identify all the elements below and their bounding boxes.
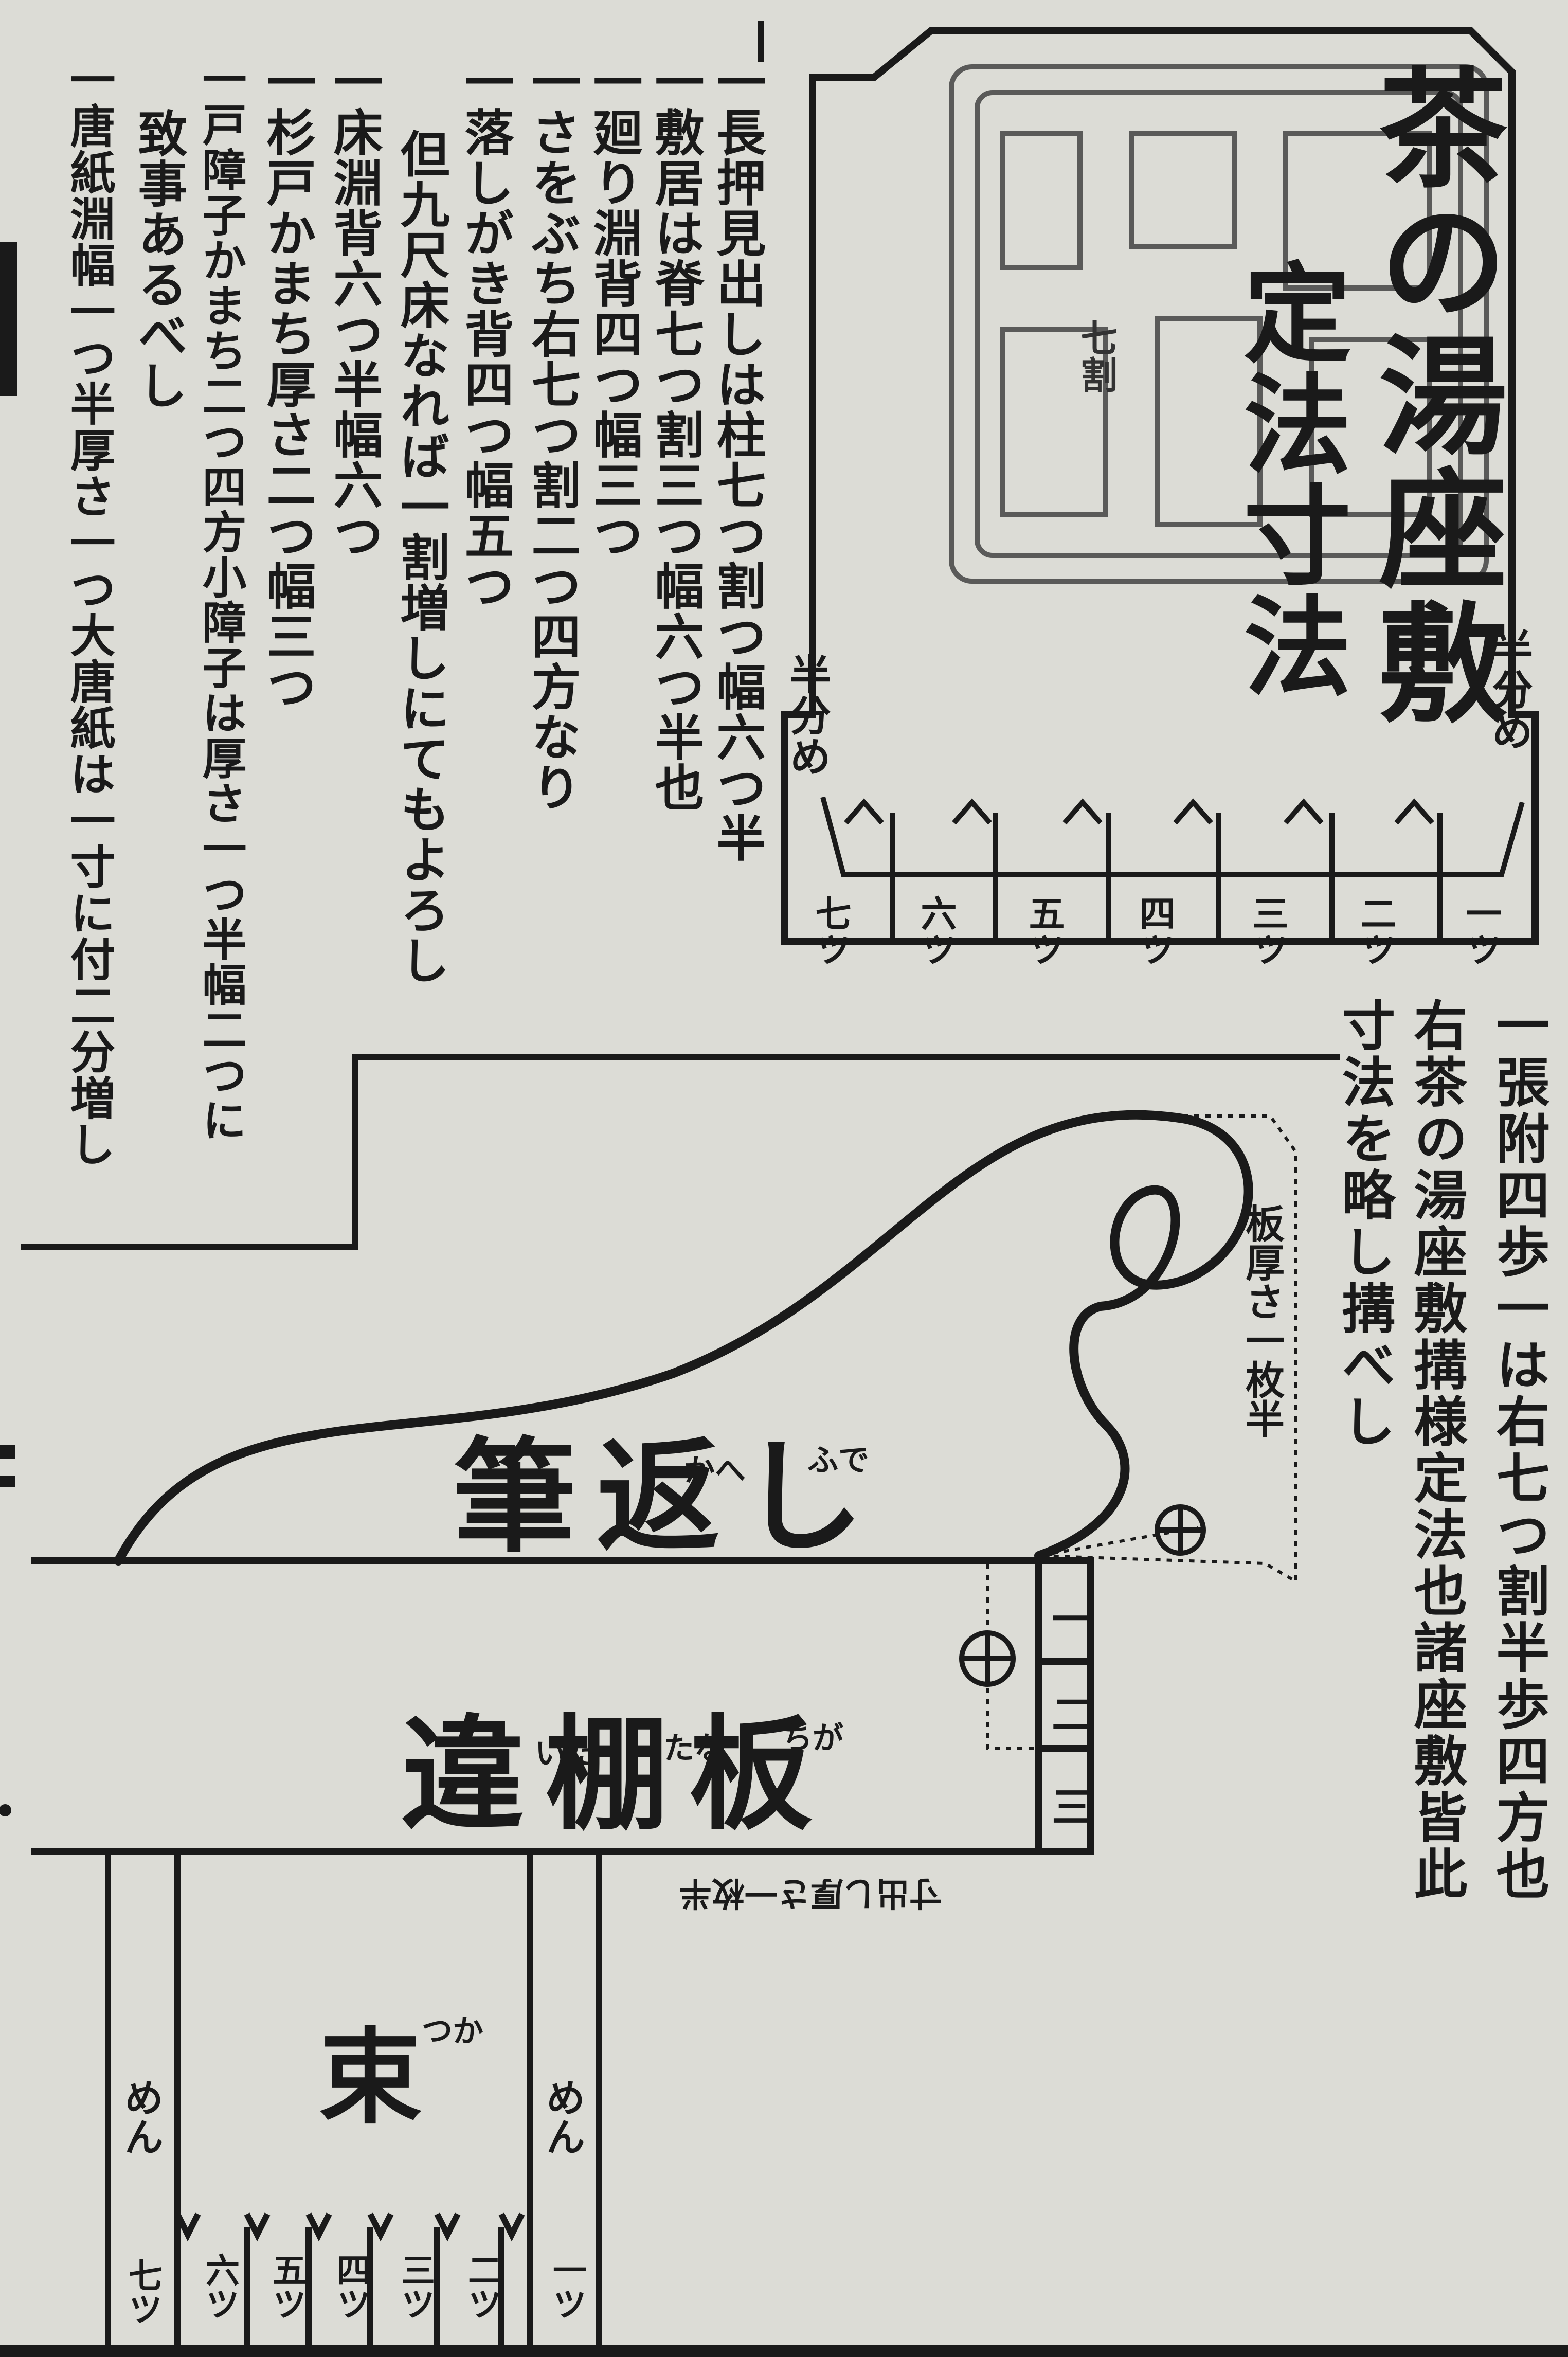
provision-item: 一戸障子かまち二つ四方小障子は厚さ一つ半幅二つに: [194, 57, 246, 1143]
provision-item: 一さをぶち右七つ割二つ四方なり: [523, 57, 581, 813]
step-number: 三: [1052, 1783, 1093, 1831]
shelf-board: [31, 1557, 1094, 1855]
tsuka-label: 束: [319, 2017, 422, 2138]
side-note: 一張附四歩一は右七つ割半歩四方也: [1487, 998, 1550, 1903]
page-edge-dot: [0, 1804, 11, 1816]
half-unit-label-right: 半分め: [1485, 627, 1534, 751]
men-label: めん: [539, 2078, 585, 2156]
step-number: 一: [1052, 1595, 1093, 1644]
ruler-unit: 一ツ: [1460, 895, 1503, 967]
ruler-unit: 六ツ: [915, 895, 958, 967]
furigana: ふで: [807, 1443, 869, 1479]
ruler-unit: 七ツ: [809, 895, 852, 967]
provision-item: 但九尺床なれば一割増しにてもよろし: [392, 129, 450, 985]
furigana: いた: [535, 1736, 597, 1772]
tsuka-unit: 四ツ: [331, 2253, 371, 2320]
side-note: 右茶の湯座敷搆様定法也諸座敷皆此: [1404, 998, 1468, 1903]
provision-item: 一廻り淵背四つ幅三つ: [585, 57, 643, 561]
page-edge-mark: [0, 1476, 15, 1487]
furigana: ちが: [782, 1720, 843, 1756]
half-unit-label-left: 半分め: [783, 653, 832, 777]
provisions-frame: [21, 21, 1340, 1250]
fudegaeshi-curve: [114, 1110, 1253, 1566]
provision-item: 一唐紙淵幅一つ半厚さ一つ大唐紙は一寸に付二分増し: [63, 57, 116, 1167]
provision-item: 一敷居は脊七つ割三つ幅六つ半也: [646, 57, 705, 813]
tsuka-unit: 七ツ: [123, 2258, 163, 2326]
tsuka-frame: [105, 1851, 602, 2357]
seal-icon: [949, 64, 1489, 584]
half-unit-ruler: [820, 796, 1525, 941]
seal-text: 七割: [1074, 319, 1118, 393]
furigana: たな: [663, 1731, 725, 1767]
tsuka-unit: 三ツ: [395, 2253, 436, 2320]
furigana: かへ: [684, 1453, 746, 1489]
page-subtitle: 定法寸法: [1225, 257, 1352, 701]
page-edge-mark: [0, 1445, 15, 1459]
tsuka-unit: 五ツ: [267, 2253, 307, 2320]
bottom-border: [0, 2345, 1568, 2357]
chigaidana-label: 違棚板: [401, 1702, 834, 1847]
page-title: 茶の湯座敷: [1357, 62, 1508, 730]
ruler-unit: 三ツ: [1247, 895, 1289, 967]
page-edge-mark: [0, 242, 17, 396]
provision-item: 一杉戸かまち厚さ二つ幅三つ: [258, 57, 316, 712]
side-note: 寸法を略し搆べし: [1332, 998, 1396, 1450]
shelf-dotted-guide: [986, 1563, 1039, 1750]
provision-item: 一床淵背六つ半幅六つ: [325, 57, 383, 561]
provision-item: 致事あるべし: [130, 108, 188, 410]
tsuka-unit: 二ツ: [462, 2253, 502, 2320]
tsuka-unit: 一ツ: [547, 2253, 587, 2320]
crosshair-icon: [1155, 1504, 1206, 1556]
provision-item: 一落しがき背四つ幅五つ: [456, 57, 514, 611]
thickness-note: 板厚さ一枚半: [1239, 1203, 1285, 1438]
tsuka-unit: 六ツ: [200, 2253, 240, 2320]
step-number: 二: [1052, 1690, 1093, 1739]
ruler-unit: 二ツ: [1355, 895, 1397, 967]
shelf-note: 寸出し厚さ一枚半: [679, 1874, 942, 1912]
ruler-unit: 五ツ: [1023, 895, 1066, 967]
ruler-unit: 四ツ: [1133, 895, 1176, 967]
title-box-frame: [781, 27, 1539, 945]
provision-item: 一長押見出しは柱七つ割つ幅六つ半: [708, 57, 766, 863]
furigana: つか: [422, 2013, 483, 2049]
fudegaeshi-label: 筆返し: [453, 1424, 885, 1569]
crosshair-icon: [959, 1630, 1016, 1687]
men-label: めん: [118, 2078, 164, 2156]
